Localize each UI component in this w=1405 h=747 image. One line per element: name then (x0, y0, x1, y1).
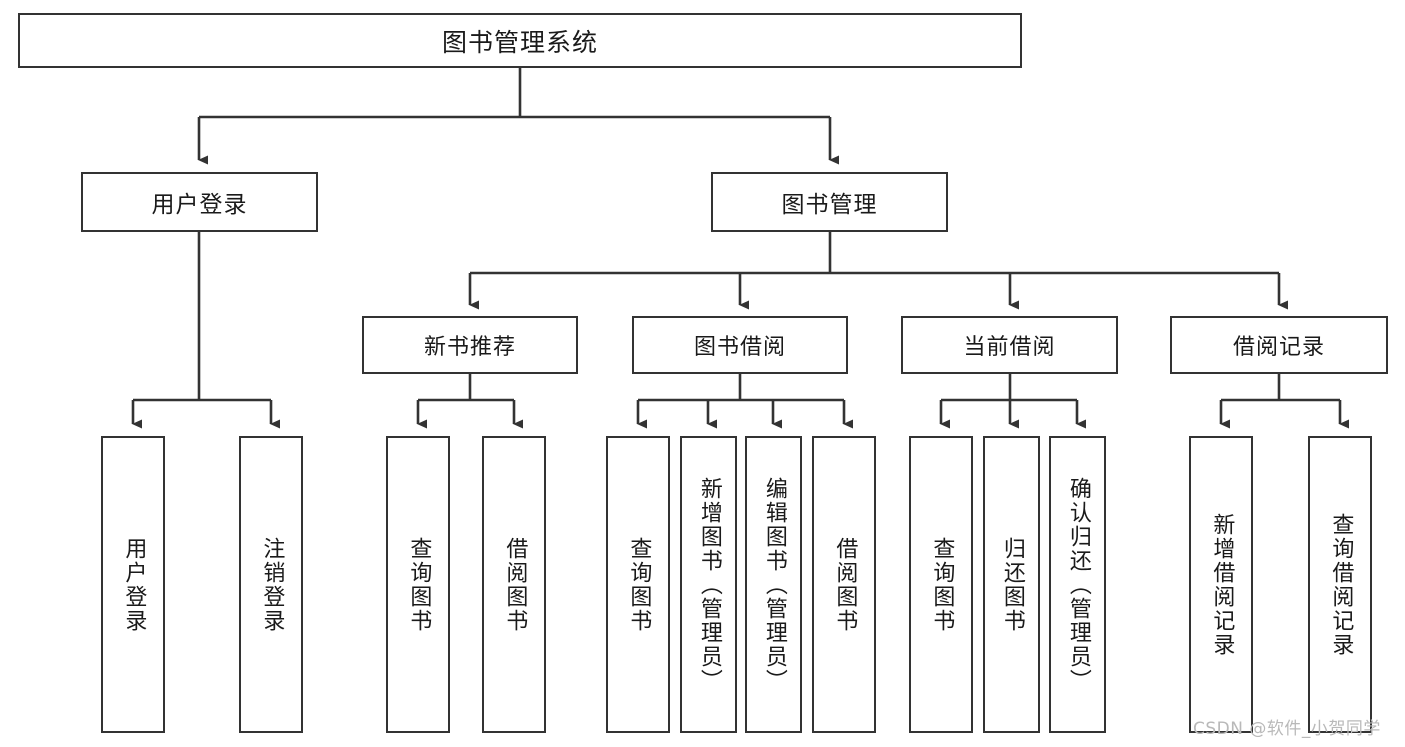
node-label: 查询图书 (626, 536, 652, 633)
leaf-add-borrow-record[interactable]: 新增借阅记录 (1189, 436, 1253, 733)
leaf-query-book-borrow[interactable]: 查询图书 (606, 436, 670, 733)
node-borrow-record[interactable]: 借阅记录 (1170, 316, 1388, 374)
node-label: 编辑图书（管理员） (761, 476, 787, 693)
node-label: 确认归还（管理员） (1065, 476, 1091, 693)
leaf-confirm-return-admin[interactable]: 确认归还（管理员） (1049, 436, 1106, 733)
leaf-query-book-current[interactable]: 查询图书 (909, 436, 973, 733)
node-label: 注销登录 (259, 536, 285, 633)
node-label: 查询借阅记录 (1328, 512, 1354, 657)
leaf-query-borrow-record[interactable]: 查询借阅记录 (1308, 436, 1372, 733)
leaf-return-book[interactable]: 归还图书 (983, 436, 1040, 733)
leaf-query-book-recommend[interactable]: 查询图书 (386, 436, 450, 733)
node-label: 查询图书 (929, 536, 955, 633)
node-root-book-management-system[interactable]: 图书管理系统 (18, 13, 1022, 68)
node-label: 新增图书（管理员） (696, 476, 722, 693)
node-label: 用户登录 (151, 192, 248, 218)
leaf-edit-book-admin[interactable]: 编辑图书（管理员） (745, 436, 802, 733)
node-label: 图书管理 (781, 192, 878, 218)
leaf-borrow-book-recommend[interactable]: 借阅图书 (482, 436, 546, 733)
node-label: 新书推荐 (423, 335, 516, 360)
node-label: 查询图书 (406, 536, 432, 633)
node-new-book-recommend[interactable]: 新书推荐 (362, 316, 578, 374)
node-label: 当前借阅 (963, 335, 1056, 360)
leaf-add-book-admin[interactable]: 新增图书（管理员） (680, 436, 737, 733)
node-label: 借阅图书 (502, 536, 528, 633)
node-label: 图书借阅 (693, 335, 786, 360)
node-label: 归还图书 (999, 536, 1025, 633)
leaf-logout[interactable]: 注销登录 (239, 436, 303, 733)
node-label: 图书管理系统 (441, 27, 598, 57)
leaf-user-login[interactable]: 用户登录 (101, 436, 165, 733)
node-current-borrow[interactable]: 当前借阅 (901, 316, 1118, 374)
node-label: 借阅图书 (832, 536, 858, 633)
node-book-management[interactable]: 图书管理 (711, 172, 948, 232)
node-label: 新增借阅记录 (1209, 512, 1235, 657)
node-user-login[interactable]: 用户登录 (81, 172, 318, 232)
leaf-borrow-book[interactable]: 借阅图书 (812, 436, 876, 733)
node-label: 用户登录 (121, 536, 147, 633)
node-book-borrow[interactable]: 图书借阅 (632, 316, 848, 374)
node-label: 借阅记录 (1232, 335, 1325, 360)
